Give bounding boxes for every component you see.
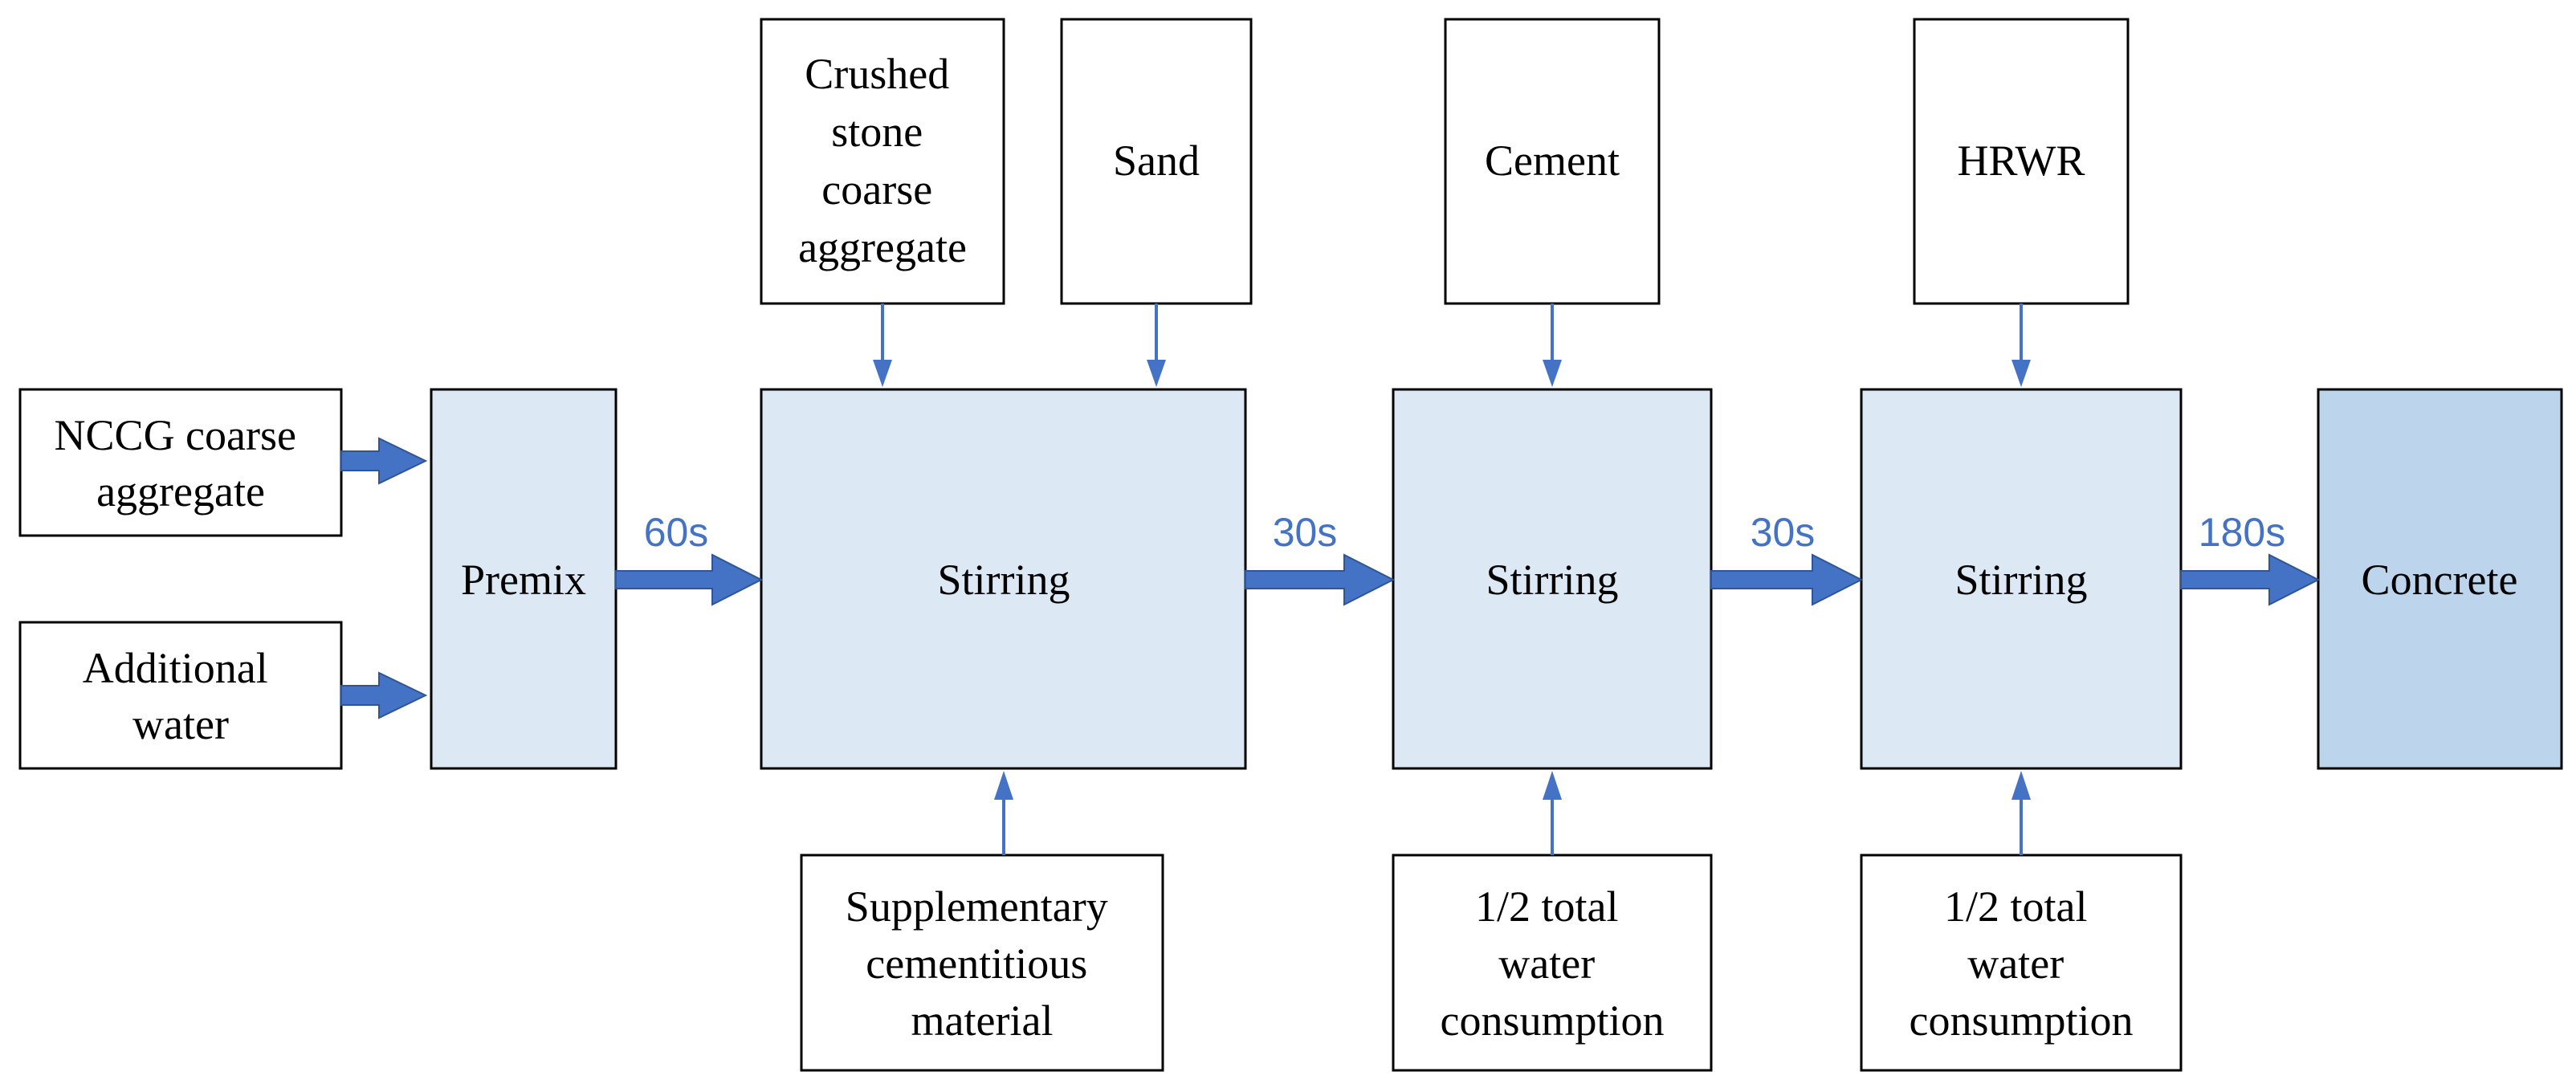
input-box-cement: Cement — [1444, 18, 1661, 305]
input-box-additional-water: Additional water — [18, 621, 343, 770]
duration-label-stirring-2: 30s — [1751, 510, 1816, 555]
duration-label-stirring-3: 180s — [2199, 510, 2285, 555]
duration-label-stirring-1: 30s — [1273, 510, 1338, 555]
arrow-half-water-1-to-stirring-2 — [1543, 771, 1562, 855]
block-arrow-water-to-premix — [340, 671, 428, 719]
svg-text:Stirring: Stirring — [1486, 556, 1618, 604]
svg-text:Premix: Premix — [461, 556, 586, 604]
arrow-sand-to-stirring-1 — [1147, 304, 1166, 387]
svg-text:1/2 total water co: 1/2 total water consumption — [1441, 882, 1665, 1045]
arrow-half-water-2-to-stirring-3 — [2011, 771, 2031, 855]
duration-label-premix: 60s — [644, 510, 709, 555]
product-box-concrete: Concrete — [2317, 388, 2563, 770]
input-box-supplementary-cementitious-material: Supplementary cementitious material — [800, 854, 1164, 1072]
block-arrow-stirring-2-to-stirring-3 — [1710, 553, 1864, 606]
process-box-stirring-3: Stirring — [1860, 388, 2183, 770]
input-box-half-water-2: 1/2 total water consumption — [1860, 854, 2183, 1072]
process-box-stirring-2: Stirring — [1392, 388, 1713, 770]
block-arrow-stirring-3-to-concrete — [2180, 553, 2321, 606]
input-box-half-water-1: 1/2 total water consumption — [1392, 854, 1713, 1072]
svg-text:Stirring: Stirring — [937, 556, 1070, 604]
input-box-hrwr: HRWR — [1913, 18, 2130, 305]
arrow-scm-to-stirring-1 — [994, 771, 1013, 855]
input-box-crushed-stone-coarse-aggregate: Crushed stone coarse aggregate — [760, 18, 1005, 305]
svg-text:Supplementary cementitio: Supplementary cementitious material — [846, 882, 1119, 1045]
input-box-sand: Sand — [1060, 18, 1253, 305]
process-box-premix: Premix — [430, 388, 618, 770]
svg-text:Sand: Sand — [1113, 137, 1200, 185]
svg-text:Cement: Cement — [1485, 137, 1620, 185]
svg-text:Additional water: Additional water — [83, 644, 279, 748]
block-arrow-premix-to-stirring-1 — [615, 553, 764, 606]
svg-text:HRWR: HRWR — [1957, 137, 2085, 185]
svg-text:Stirring: Stirring — [1954, 556, 2087, 604]
input-box-nccg-coarse-aggregate: NCCG coarse aggregate — [18, 388, 343, 537]
svg-text:NCCG coarse aggregate: NCCG coarse aggregate — [55, 411, 308, 515]
svg-text:Crushed stone coar: Crushed stone coarse aggregate — [798, 50, 967, 271]
process-box-stirring-1: Stirring — [760, 388, 1247, 770]
arrow-hrwr-to-stirring-3 — [2011, 304, 2031, 387]
svg-text:1/2 total water co: 1/2 total water consumption — [1910, 882, 2134, 1045]
block-arrow-stirring-1-to-stirring-2 — [1245, 553, 1396, 606]
svg-text:Concrete: Concrete — [2362, 556, 2518, 604]
arrow-cement-to-stirring-2 — [1543, 304, 1562, 387]
block-arrow-nccg-to-premix — [340, 437, 428, 485]
arrow-crushed-stone-to-stirring-1 — [873, 304, 892, 387]
